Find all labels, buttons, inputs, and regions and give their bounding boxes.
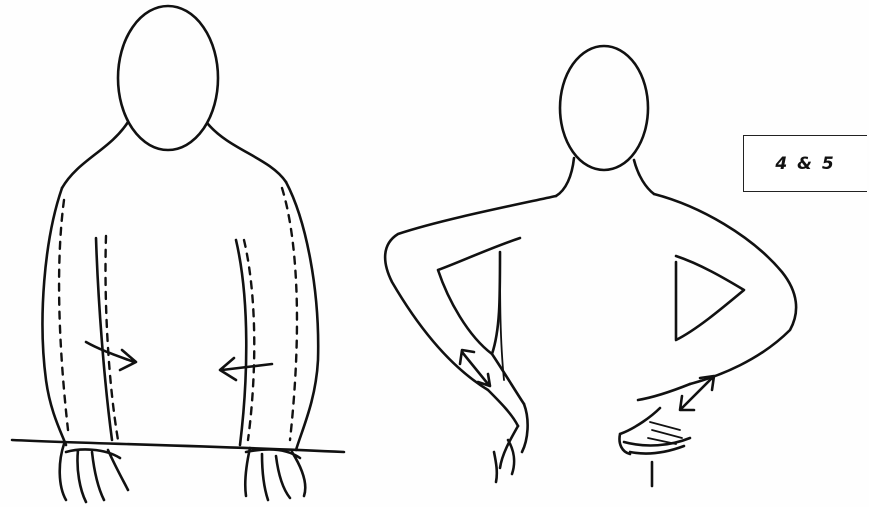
right-figure-left-forearm — [488, 354, 524, 426]
right-figure — [385, 46, 796, 486]
figure-number-label: 4 & 5 — [775, 154, 835, 174]
left-figure-right-dashed-outer — [282, 188, 297, 440]
right-figure-right-hand — [619, 384, 690, 454]
left-figure-left-rotation-arrow — [86, 342, 136, 370]
left-figure-left-hand — [60, 444, 128, 502]
left-figure-right-arm-inner — [236, 240, 246, 445]
left-figure-left-arm-outer — [43, 188, 66, 445]
right-figure-right-arm-inner — [676, 256, 744, 340]
right-figure-neck — [556, 158, 654, 196]
right-figure-head — [560, 46, 648, 170]
left-figure — [12, 6, 344, 502]
right-figure-right-hand-lines — [648, 422, 682, 444]
right-figure-torso-left — [500, 252, 504, 380]
left-figure-left-dashed-outer — [59, 200, 68, 430]
left-figure-shoulders — [62, 122, 286, 188]
figure-number-box: 4 & 5 — [743, 135, 867, 192]
left-figure-left-arm-inner — [96, 238, 112, 440]
left-figure-right-hand — [245, 448, 305, 500]
right-figure-left-arm-inner — [438, 238, 520, 354]
left-figure-head — [118, 6, 218, 150]
